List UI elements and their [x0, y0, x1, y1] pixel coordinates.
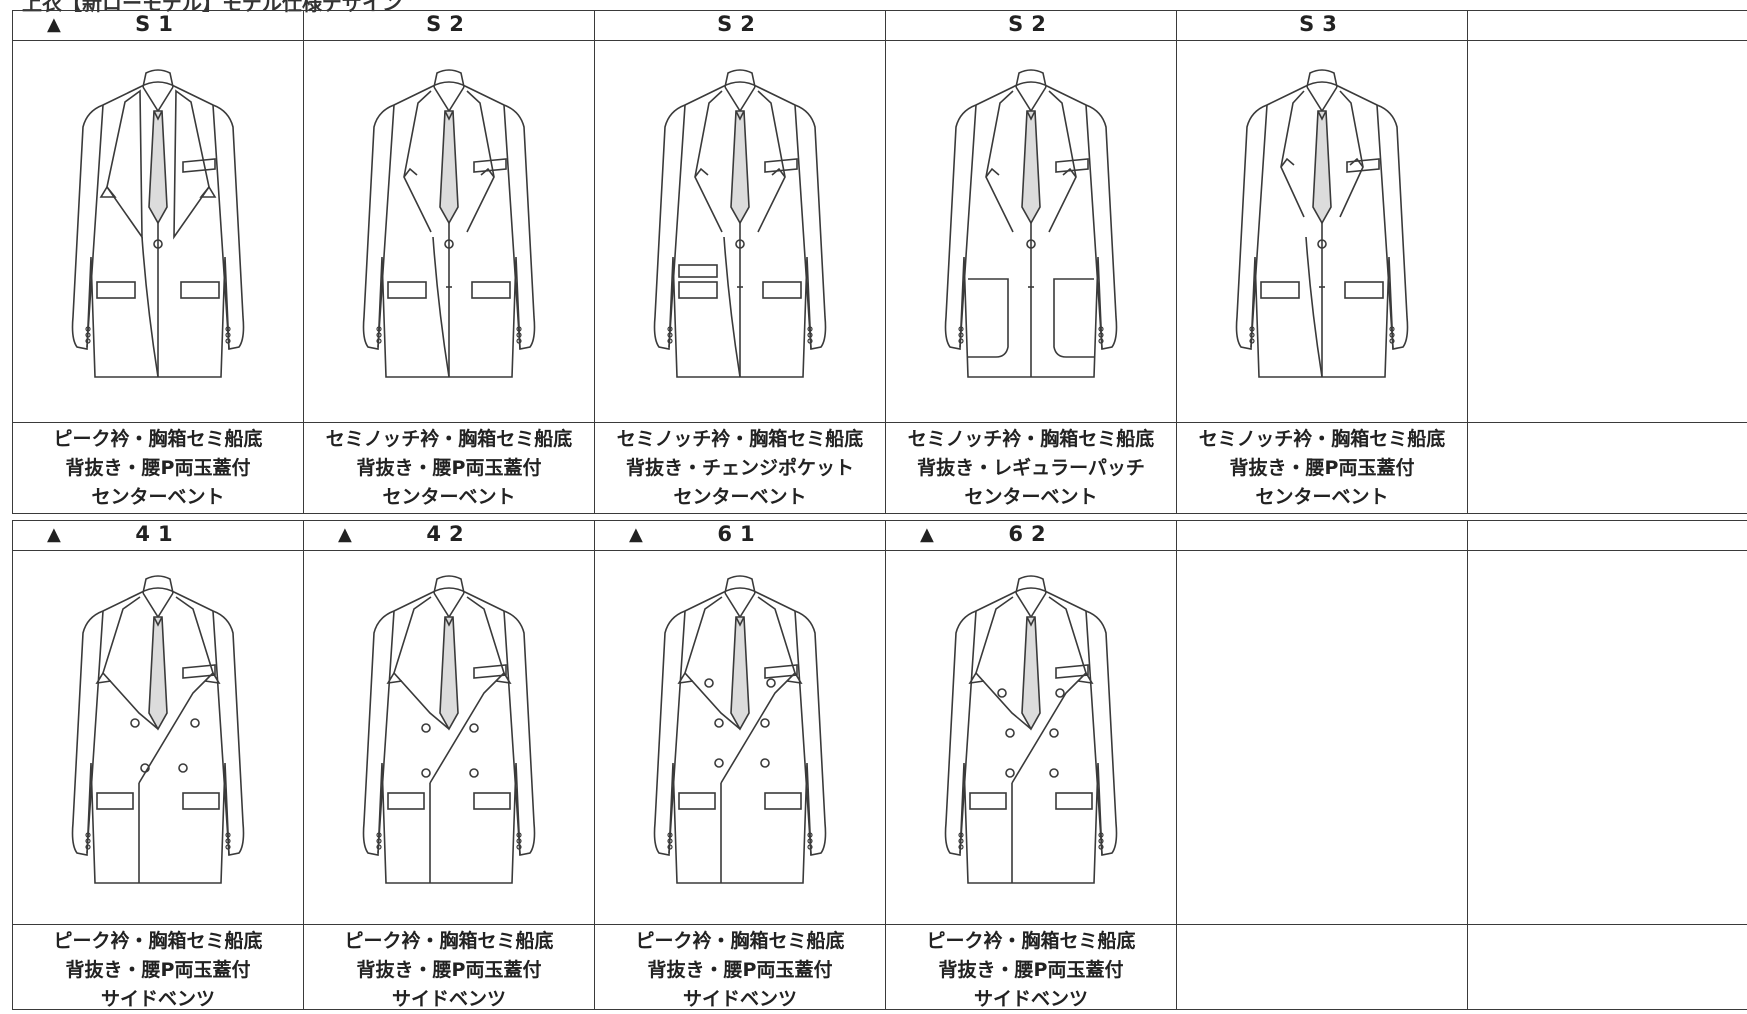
- model-cell: ▲ 41 ピーク衿・胸箱セミ船底背抜き・腰P両玉蓋付サイドベンツ: [13, 521, 304, 1010]
- triangle-mark-icon: ▲: [920, 524, 934, 545]
- jacket-drawing: [595, 551, 885, 925]
- jacket-drawing: [304, 551, 594, 925]
- jacket-drawing: [886, 41, 1176, 423]
- model-cell: S3 セミノッチ衿・胸箱セミ船底背抜き・腰P両玉蓋付センターベント: [1177, 11, 1468, 514]
- model-grid-row-1: ▲ S1 ピーク衿・胸箱セミ船底背抜き・腰P両玉蓋付センターベント S2 セミノッ…: [12, 10, 1747, 514]
- model-code: 61: [717, 522, 763, 546]
- model-code: 41: [135, 522, 181, 546]
- single-breasted-jacket-icon: [334, 47, 564, 417]
- model-code: S1: [135, 12, 181, 36]
- jacket-drawing: [595, 41, 885, 423]
- model-code: S2: [717, 12, 763, 36]
- model-description: ピーク衿・胸箱セミ船底背抜き・腰P両玉蓋付センターベント: [53, 428, 263, 508]
- double-breasted-jacket-icon: [625, 553, 855, 923]
- model-description: セミノッチ衿・胸箱セミ船底背抜き・チェンジポケットセンターベント: [616, 428, 864, 508]
- model-cell: S2 セミノッチ衿・胸箱セミ船底背抜き・チェンジポケットセンターベント: [595, 11, 886, 514]
- single-breasted-jacket-icon: [1207, 47, 1437, 417]
- triangle-mark-icon: ▲: [47, 524, 61, 545]
- model-cell: S2 セミノッチ衿・胸箱セミ船底背抜き・腰P両玉蓋付センターベント: [304, 11, 595, 514]
- triangle-mark-icon: ▲: [338, 524, 352, 545]
- model-code: S2: [1008, 12, 1054, 36]
- model-code: 62: [1008, 522, 1054, 546]
- empty-cell: [1468, 11, 1747, 514]
- model-cell: ▲ S1 ピーク衿・胸箱セミ船底背抜き・腰P両玉蓋付センターベント: [13, 11, 304, 514]
- jacket-drawing: [13, 551, 303, 925]
- model-cell: S2 セミノッチ衿・胸箱セミ船底背抜き・レギュラーパッチセンターベント: [886, 11, 1177, 514]
- jacket-drawing: [13, 41, 303, 423]
- model-description: ピーク衿・胸箱セミ船底背抜き・腰P両玉蓋付サイドベンツ: [344, 930, 554, 1010]
- page-title: 上衣【新ローモデル】モデル仕様デザイン: [22, 0, 402, 15]
- model-code: S2: [426, 12, 472, 36]
- model-description: セミノッチ衿・胸箱セミ船底背抜き・腰P両玉蓋付センターベント: [325, 428, 573, 508]
- jacket-drawing: [1177, 41, 1467, 423]
- jacket-drawing: [304, 41, 594, 423]
- single-breasted-jacket-icon: [916, 47, 1146, 417]
- model-cell: ▲ 42 ピーク衿・胸箱セミ船底背抜き・腰P両玉蓋付サイドベンツ: [304, 521, 595, 1010]
- double-breasted-jacket-icon: [916, 553, 1146, 923]
- triangle-mark-icon: ▲: [629, 524, 643, 545]
- single-breasted-jacket-icon: [625, 47, 855, 417]
- model-grid-row-2: ▲ 41 ピーク衿・胸箱セミ船底背抜き・腰P両玉蓋付サイドベンツ ▲ 42 ピーク衿…: [12, 520, 1747, 1010]
- model-code: 42: [426, 522, 472, 546]
- model-description: ピーク衿・胸箱セミ船底背抜き・腰P両玉蓋付サイドベンツ: [53, 930, 263, 1010]
- model-description: ピーク衿・胸箱セミ船底背抜き・腰P両玉蓋付サイドベンツ: [926, 930, 1136, 1010]
- model-description: セミノッチ衿・胸箱セミ船底背抜き・レギュラーパッチセンターベント: [907, 428, 1155, 508]
- model-description: セミノッチ衿・胸箱セミ船底背抜き・腰P両玉蓋付センターベント: [1198, 428, 1446, 508]
- model-cell: ▲ 62 ピーク衿・胸箱セミ船底背抜き・腰P両玉蓋付サイドベンツ: [886, 521, 1177, 1010]
- double-breasted-jacket-icon: [334, 553, 564, 923]
- jacket-drawing: [886, 551, 1176, 925]
- triangle-mark-icon: ▲: [47, 14, 61, 35]
- empty-cell: [1177, 521, 1468, 1010]
- model-cell: ▲ 61 ピーク衿・胸箱セミ船底背抜き・腰P両玉蓋付サイドベンツ: [595, 521, 886, 1010]
- single-breasted-jacket-icon: [43, 47, 273, 417]
- double-breasted-jacket-icon: [43, 553, 273, 923]
- model-description: ピーク衿・胸箱セミ船底背抜き・腰P両玉蓋付サイドベンツ: [635, 930, 845, 1010]
- empty-cell: [1468, 521, 1747, 1010]
- model-code: S3: [1299, 12, 1345, 36]
